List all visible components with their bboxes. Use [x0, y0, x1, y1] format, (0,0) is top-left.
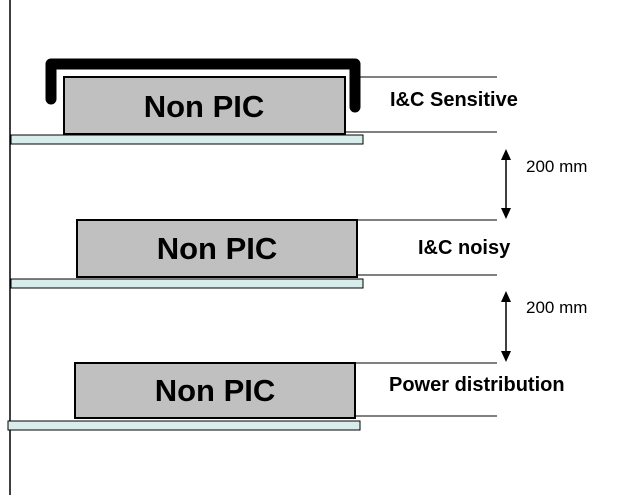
tray-label: Non PIC — [157, 231, 278, 266]
tray-shelf — [7, 420, 361, 431]
category-label: I&C noisy — [418, 237, 511, 259]
dimension-label: 200 mm — [526, 298, 587, 317]
tray-box — [63, 76, 346, 135]
separation-dimension-2: 200 mm — [501, 291, 587, 362]
tray-box — [76, 219, 358, 278]
tray-label: Non PIC — [155, 373, 276, 408]
tray-group-sensitive: Non PIC I&C Sensitive — [10, 58, 518, 145]
arrow-up-head — [501, 291, 511, 302]
separation-dimension-1: 200 mm — [501, 149, 587, 219]
tray-shelf — [10, 278, 364, 289]
tray-group-noisy: Non PIC I&C noisy — [10, 219, 511, 289]
category-label: Power distribution — [389, 374, 565, 396]
dimension-label: 200 mm — [526, 157, 587, 176]
arrow-up-head — [501, 149, 511, 160]
category-label: I&C Sensitive — [390, 89, 518, 111]
tray-box — [74, 362, 356, 419]
tray-cover — [45, 58, 361, 113]
tray-group-power: Non PIC Power distribution — [7, 362, 565, 431]
tray-label: Non PIC — [144, 89, 265, 124]
tray-shelf — [10, 134, 364, 145]
arrow-down-head — [501, 208, 511, 219]
arrow-down-head — [501, 351, 511, 362]
